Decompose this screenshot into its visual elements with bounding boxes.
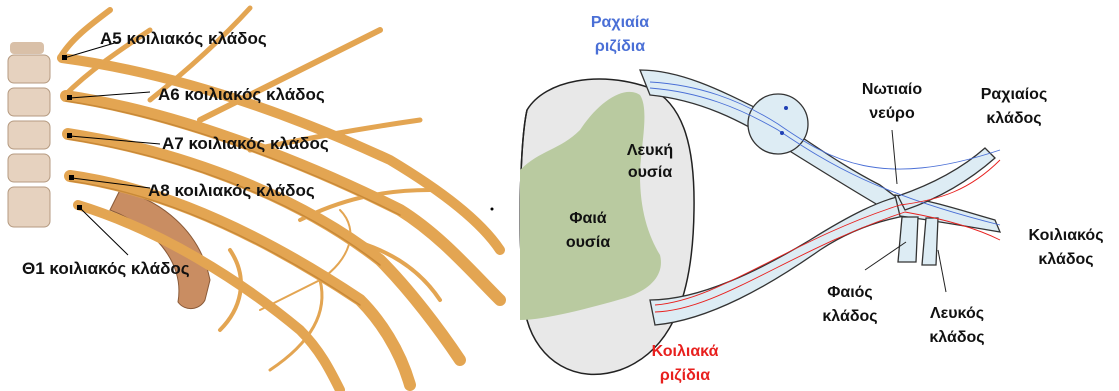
label-a6-ventral-ramus: Α6 κοιλιακός κλάδος <box>158 85 325 104</box>
svg-text:Ραχιαία: Ραχιαία <box>591 14 649 31</box>
spinal-nerve-label: Νωτιαίο νεύρο <box>862 81 922 122</box>
vertebral-column <box>8 42 50 227</box>
brachial-plexus-illustration: Α5 κοιλιακός κλάδος Α6 κοιλιακός κλάδος … <box>8 8 500 390</box>
svg-text:ριζίδια: ριζίδια <box>595 38 645 55</box>
svg-text:Κοιλιακά: Κοιλιακά <box>652 343 719 360</box>
svg-text:Φαιά: Φαιά <box>569 210 606 227</box>
label-t1-ventral-ramus: Θ1 κοιλιακός κλάδος <box>22 259 190 278</box>
svg-text:ριζίδια: ριζίδια <box>660 367 710 384</box>
white-ramus-label: Λευκός κλάδος <box>929 305 984 346</box>
label-a8-ventral-ramus: Α8 κοιλιακός κλάδος <box>148 181 315 200</box>
separator-dot <box>491 208 494 211</box>
svg-text:Νωτιαίο: Νωτιαίο <box>862 81 922 98</box>
label-a5-ventral-ramus: Α5 κοιλιακός κλάδος <box>100 29 267 48</box>
svg-text:κλάδος: κλάδος <box>822 308 877 325</box>
svg-text:κλάδος: κλάδος <box>1038 251 1093 268</box>
dorsal-roots-label: Ραχιαία ριζίδια <box>591 14 649 55</box>
ganglion-cell-1 <box>784 106 788 110</box>
gray-ramus-label: Φαιός κλάδος <box>822 284 877 325</box>
svg-text:νεύρο: νεύρο <box>869 105 915 122</box>
white-ramus-shape <box>922 218 938 265</box>
gray-ramus-shape <box>898 217 918 262</box>
svg-text:κλάδος: κλάδος <box>986 110 1041 127</box>
nerve-fibers <box>650 82 1000 312</box>
svg-text:Λευκή: Λευκή <box>627 142 673 159</box>
ganglion-cell-2 <box>780 131 784 135</box>
svg-text:Ραχιαίος: Ραχιαίος <box>981 86 1048 103</box>
spinal-nerve-schematic: Ραχιαία ριζίδια Λευκή ουσία Φαιά ουσία Ν… <box>520 14 1104 384</box>
ventral-ramus-label: Κοιλιακός κλάδος <box>1028 227 1103 268</box>
svg-text:Φαιός: Φαιός <box>827 284 873 301</box>
ventral-roots-label: Κοιλιακά ριζίδια <box>652 343 719 384</box>
svg-text:ουσία: ουσία <box>628 164 672 181</box>
svg-text:Λευκός: Λευκός <box>930 305 984 322</box>
dorsal-ramus-label: Ραχιαίος κλάδος <box>981 86 1048 127</box>
svg-text:κλάδος: κλάδος <box>929 329 984 346</box>
svg-text:ουσία: ουσία <box>566 234 610 251</box>
label-a7-ventral-ramus: Α7 κοιλιακός κλάδος <box>162 134 329 153</box>
svg-text:Κοιλιακός: Κοιλιακός <box>1028 227 1103 244</box>
